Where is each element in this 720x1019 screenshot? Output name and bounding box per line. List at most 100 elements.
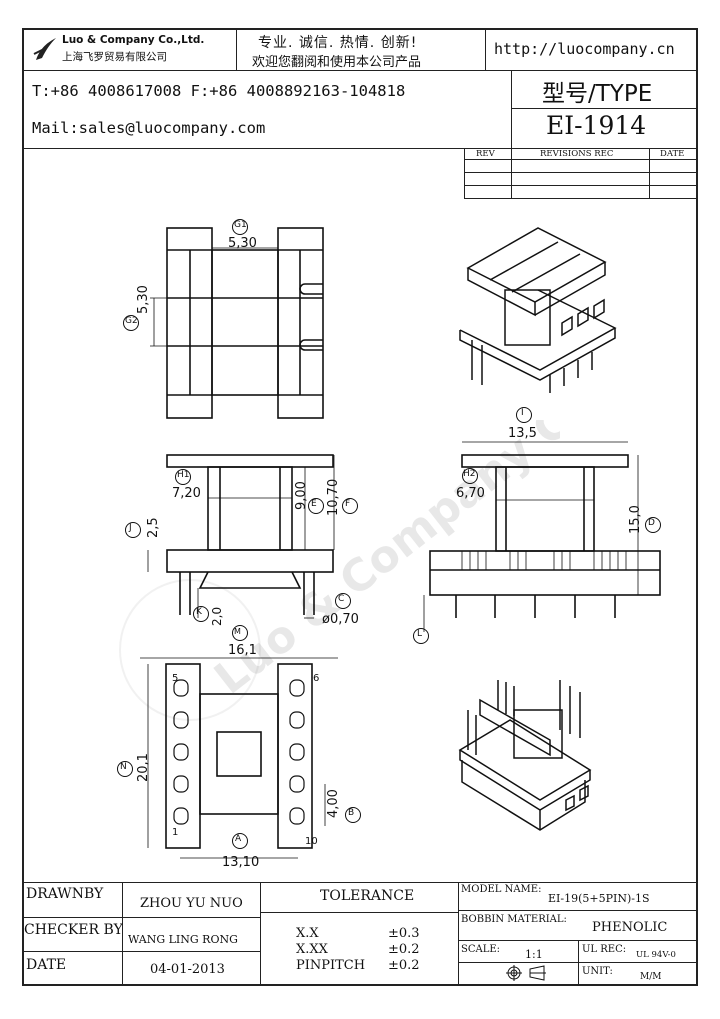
tol-xx-value: ±0.2 — [388, 942, 420, 957]
company-logo-icon — [33, 38, 56, 60]
l-mark: L — [417, 629, 423, 639]
drawnby-value: ZHOU YU NUO — [140, 896, 243, 911]
g1-mark: G1 — [234, 220, 247, 230]
scale-value: 1:1 — [525, 948, 543, 961]
b-value: 4,00 — [326, 789, 341, 818]
bobbin-value: PHENOLIC — [592, 920, 668, 935]
scale-label: SCALE: — [461, 944, 501, 955]
tol-xx-label: X.XX — [296, 942, 328, 957]
i-mark: I — [521, 408, 524, 418]
bottom-view-drawing — [140, 657, 338, 859]
company-name-cn: 上海飞罗贸易有限公司 — [62, 51, 167, 63]
h2-mark: H2 — [463, 469, 476, 479]
g2-mark: G2 — [125, 316, 138, 326]
tol-pin-value: ±0.2 — [388, 958, 420, 973]
f-value: 10,70 — [326, 478, 341, 516]
f-marker — [342, 498, 358, 514]
d-mark: D — [648, 518, 655, 528]
pin-label-10: 10 — [305, 836, 318, 847]
model-label: MODEL NAME: — [461, 884, 542, 895]
bobbin-label: BOBBIN MATERIAL: — [461, 914, 567, 925]
pin-label-5: 5 — [172, 673, 179, 684]
drawnby-label: DRAWNBY — [26, 886, 104, 902]
slogan-line1: 专业. 诚信. 热情. 创新! — [258, 35, 418, 51]
checker-value: WANG LING RONG — [128, 933, 238, 946]
front-view-drawing — [423, 441, 661, 632]
unit-value: M/M — [640, 972, 662, 982]
top-view-drawing — [150, 227, 324, 419]
projection-symbol-icon — [506, 965, 546, 981]
header-divider — [22, 70, 698, 71]
company-name-en: Luo & Company Co.,Ltd. — [62, 34, 205, 46]
type-divider — [511, 70, 512, 148]
date-label: DATE — [26, 957, 67, 973]
website-link[interactable]: http://luocompany.cn — [494, 40, 675, 58]
revisions-rec-header: REVISIONS REC — [540, 149, 614, 159]
type-mid-line — [511, 108, 698, 109]
unit-label: UNIT: — [582, 966, 613, 977]
k-mark: K — [196, 607, 202, 617]
i-value: 13,5 — [508, 426, 537, 441]
n-mark: N — [120, 762, 127, 772]
bobbin-3d-view-bottom — [458, 680, 592, 831]
model-value: EI-19(5+5PIN)-1S — [548, 892, 650, 905]
h2-value: 6,70 — [456, 486, 485, 501]
tol-x-label: X.X — [296, 926, 319, 941]
e-mark: E — [311, 499, 317, 509]
h1-value: 7,20 — [172, 486, 201, 501]
ulrec-label: UL REC: — [582, 944, 627, 955]
d-value: 15,0 — [628, 505, 643, 534]
bobbin-3d-view-top — [459, 227, 617, 393]
tolerance-label: TOLERANCE — [320, 888, 415, 904]
tol-pin-label: PINPITCH — [296, 958, 366, 973]
pin-label-1: 1 — [172, 827, 179, 838]
n-value: 20,1 — [136, 753, 151, 782]
m-mark: M — [234, 627, 241, 636]
d-marker — [645, 517, 661, 533]
g1-value: 5,30 — [228, 236, 257, 251]
pin-label-6: 6 — [313, 673, 320, 684]
e-marker — [308, 498, 324, 514]
drawing-frame — [22, 28, 698, 986]
f-mark: F — [345, 499, 351, 509]
h2-marker — [462, 468, 478, 484]
ulrec-value: UL 94V-0 — [636, 950, 676, 960]
c-mark: C — [338, 594, 345, 604]
m-marker — [232, 625, 248, 641]
h1-mark: H1 — [177, 470, 190, 480]
a-value: 13,10 — [222, 855, 260, 870]
l-marker — [413, 628, 429, 644]
slogan-line2: 欢迎您翻阅和使用本公司产品 — [252, 55, 422, 70]
tol-x-value: ±0.3 — [388, 926, 420, 941]
n-marker — [117, 761, 133, 777]
j-value: 2,5 — [146, 517, 161, 538]
checker-label: CHECKER BY — [24, 922, 123, 938]
g1-marker — [232, 219, 248, 235]
header-divider-v2 — [485, 28, 486, 70]
m-value: 16,1 — [228, 643, 257, 658]
b-marker — [345, 807, 361, 823]
j-marker — [125, 522, 141, 538]
mail-info[interactable]: Mail:sales@luocompany.com — [32, 119, 266, 137]
a-mark: A — [235, 834, 242, 844]
k-marker — [193, 606, 209, 622]
h1-marker — [175, 469, 191, 485]
header-bottom-line — [22, 148, 698, 149]
c-marker — [335, 593, 351, 609]
i-marker — [516, 407, 532, 423]
side-view-drawing — [147, 454, 335, 619]
k-value: 2,0 — [210, 606, 224, 626]
type-label: 型号/TYPE — [542, 81, 653, 107]
date-header: DATE — [660, 149, 685, 159]
b-mark: B — [348, 808, 355, 818]
a-marker — [232, 833, 248, 849]
header-divider-v1 — [236, 28, 237, 70]
g2-value: 5,30 — [136, 285, 151, 314]
g2-marker — [123, 315, 139, 331]
type-value: EI-1914 — [546, 111, 647, 140]
rev-header: REV — [476, 149, 495, 159]
c-value: ø0,70 — [322, 612, 359, 627]
date-value: 04-01-2013 — [150, 962, 225, 977]
j-mark: J — [129, 523, 132, 533]
phone-info: T:+86 4008617008 F:+86 4008892163-104818 — [32, 82, 406, 100]
